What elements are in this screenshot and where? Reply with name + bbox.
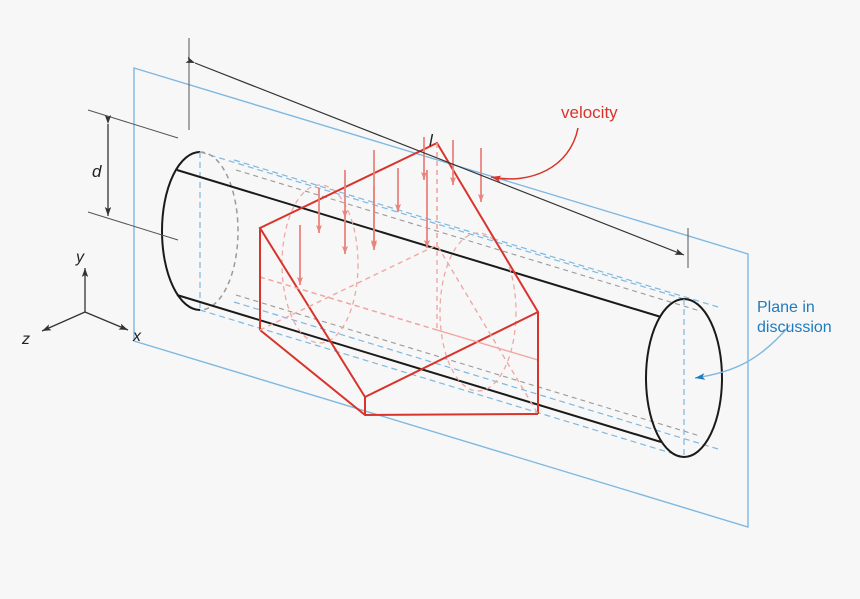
dimension-d-extension-bottom — [87, 211, 179, 241]
dimension-d-extension-top — [87, 109, 179, 139]
velocity-label: velocity — [561, 103, 618, 122]
plane-label-line2: discussion — [757, 319, 832, 336]
pipe-bottom-silhouette — [176, 294, 662, 443]
axis-x-label: x — [132, 328, 142, 345]
plane-label-line1: Plane in — [757, 299, 815, 316]
coordinate-axes: y x z — [21, 249, 142, 348]
dimension-d: d — [87, 109, 179, 241]
control-volume-bottom-hidden — [259, 276, 539, 361]
control-volume-bottom-back-edges — [259, 244, 539, 415]
axis-z-label: z — [21, 331, 30, 348]
control-volume-bottom-face — [259, 329, 539, 417]
plane-callout-arrow — [694, 324, 791, 380]
axis-x-line — [84, 311, 129, 331]
dimension-l-label: l — [429, 131, 434, 150]
dimension-l-arrow — [185, 56, 685, 256]
axis-y-label: y — [75, 249, 85, 266]
axis-z-line — [41, 311, 86, 332]
dimension-l: l — [185, 38, 689, 268]
pipe-left-end-visible-arc — [161, 151, 201, 311]
plane-callout: Plane in discussion — [694, 299, 832, 380]
dimension-d-label: d — [92, 162, 102, 181]
